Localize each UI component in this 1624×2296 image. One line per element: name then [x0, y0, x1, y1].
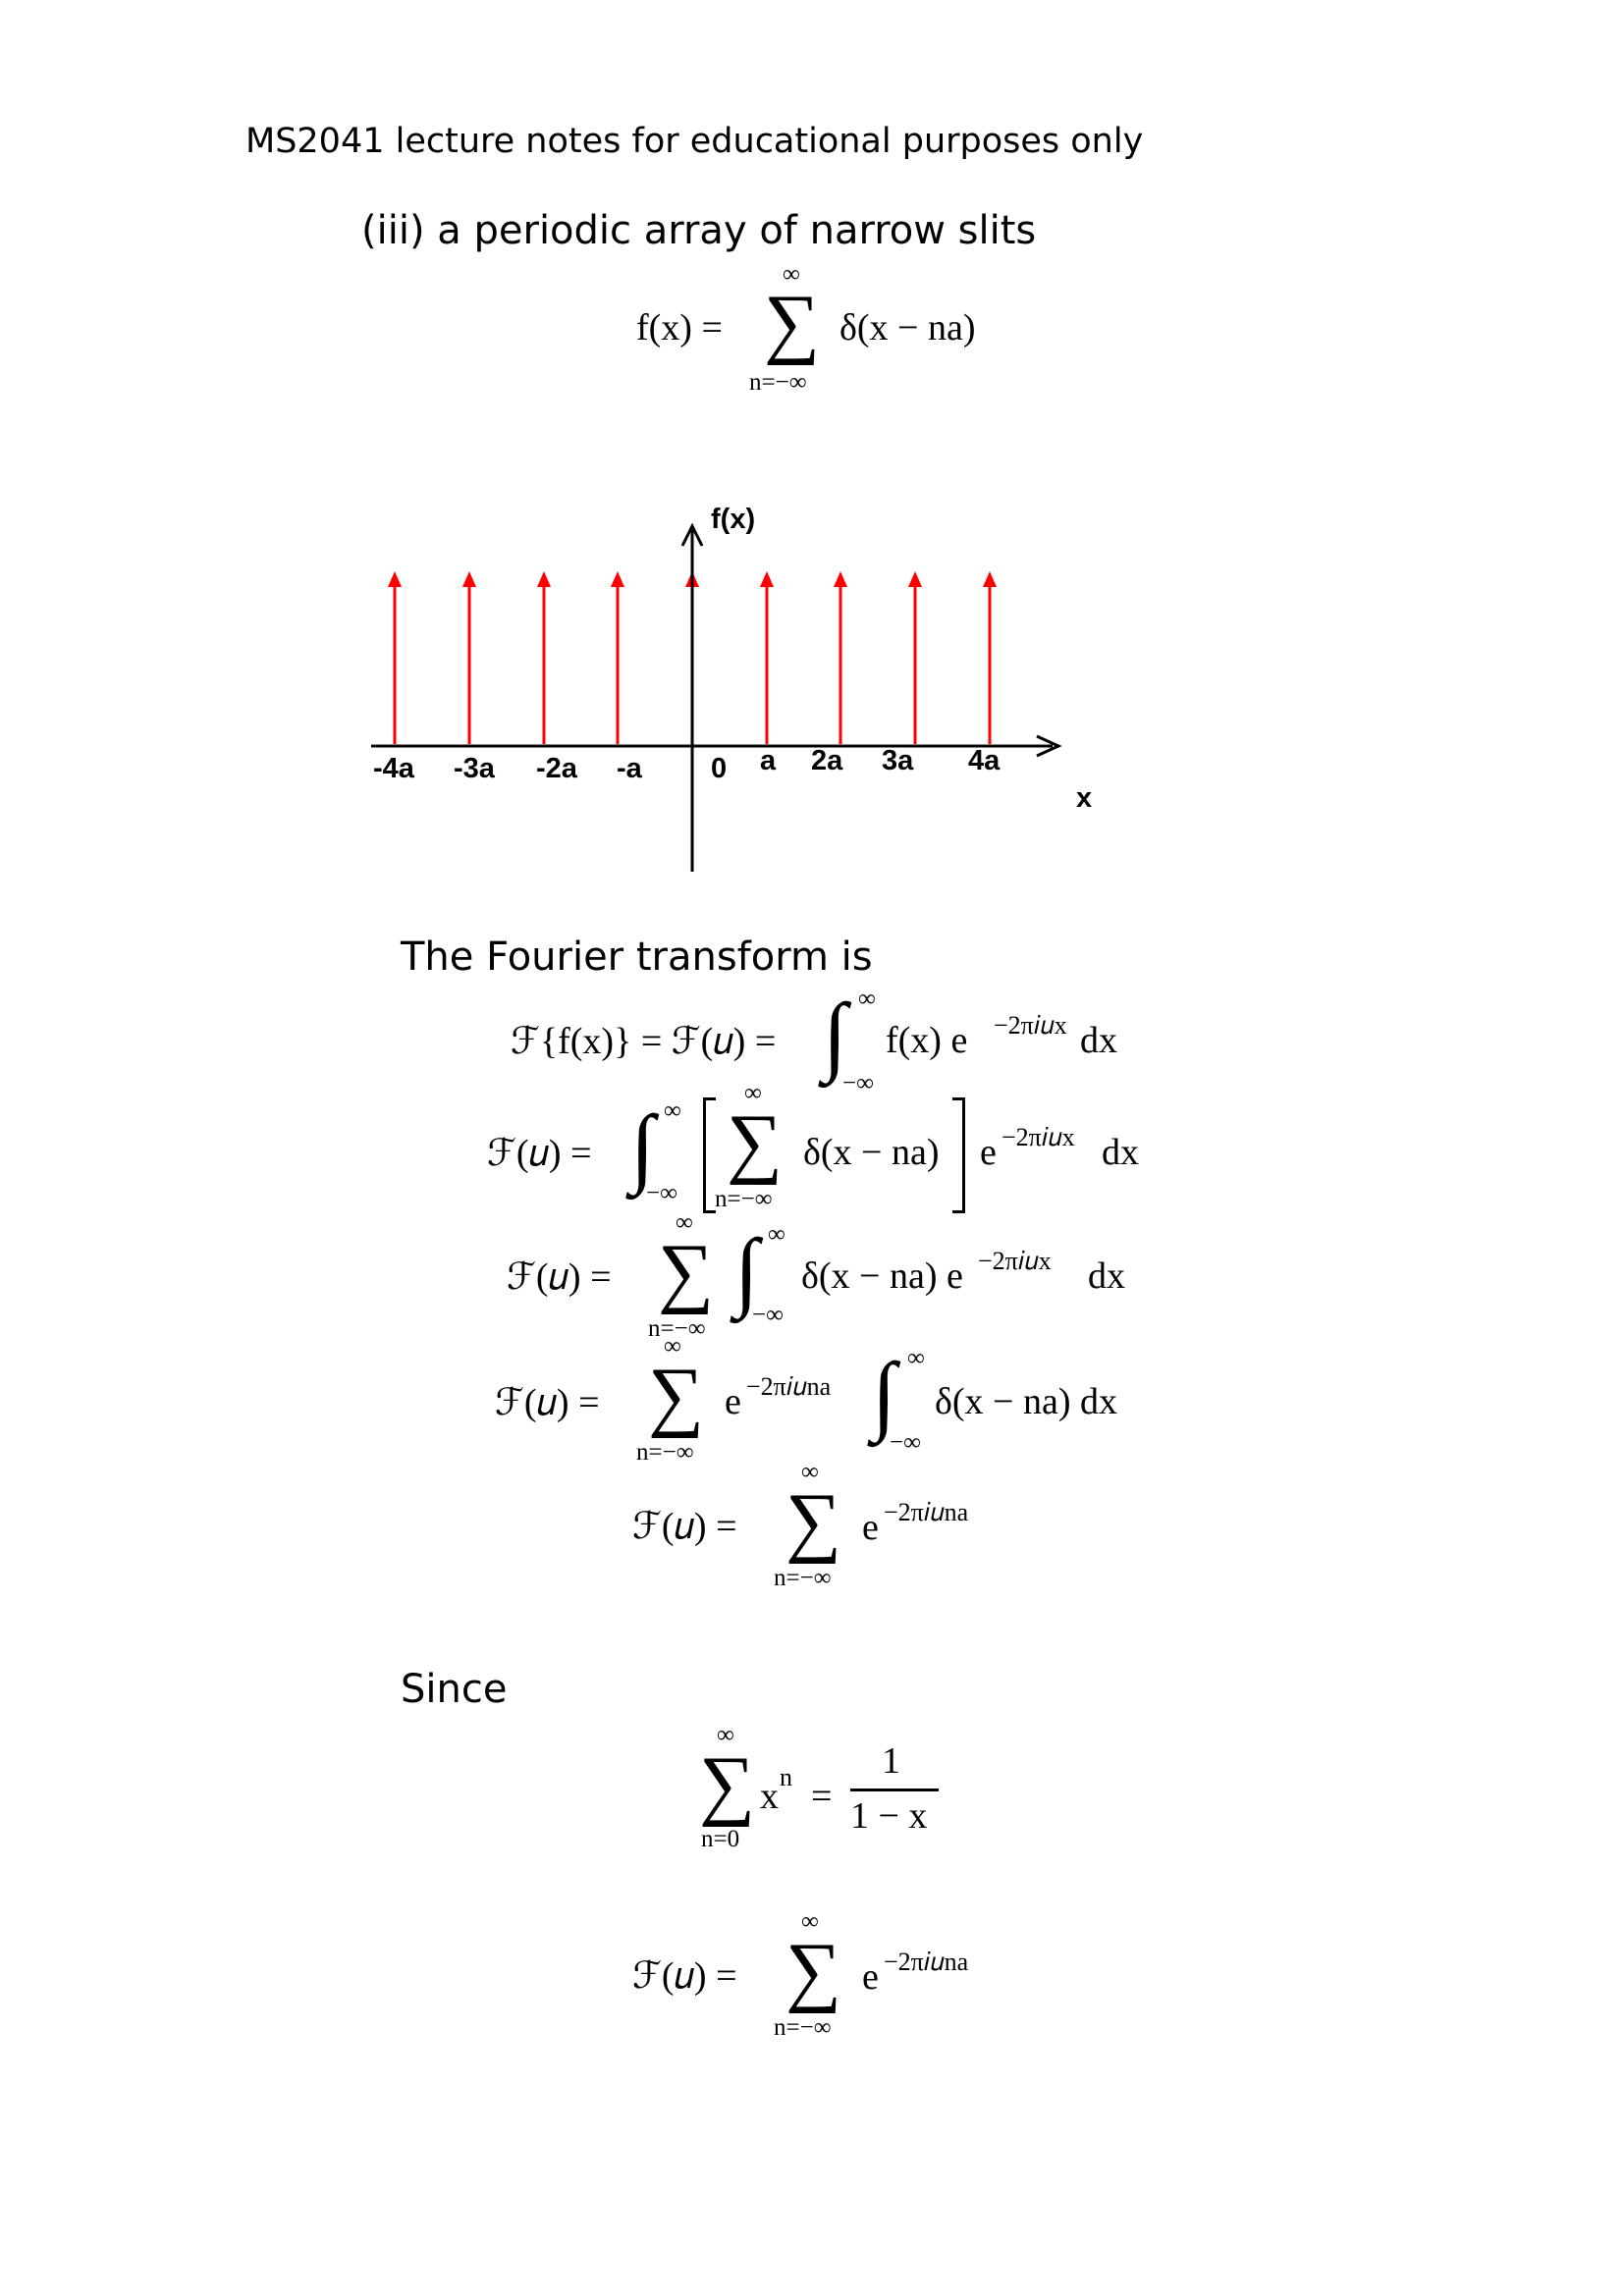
impulse-arrow-head [834, 571, 847, 587]
impulse-arrow-head [537, 571, 551, 587]
fourier-heading: The Fourier transform is [401, 934, 873, 980]
eq3-integrand: δ(x − na) e [801, 1255, 963, 1297]
eq5-exponent: −2π𝑖𝑢na [884, 1498, 969, 1526]
sum-upper-limit: ∞ [744, 1080, 762, 1106]
impulse-arrow-head [462, 571, 476, 587]
sum-symbol: ∑ [727, 1099, 784, 1186]
left-bracket [703, 1097, 716, 1213]
eq6-e: e [862, 1956, 879, 1998]
sum-symbol: ∑ [648, 1353, 705, 1439]
eq3-exponent: −2π𝑖𝑢x [978, 1247, 1052, 1275]
since-heading: Since [401, 1667, 508, 1712]
integral-lower-limit: −∞ [646, 1180, 677, 1206]
sum-symbol: ∑ [658, 1229, 715, 1315]
tick-labels: -4a -3a -2a -a 0 a 2a 3a 4a [373, 745, 1001, 784]
integral-symbol: ∫ [872, 1346, 896, 1443]
integral-symbol: ∫ [823, 987, 847, 1084]
geo-term: x [760, 1776, 779, 1817]
geo-denominator: 1 − x [850, 1795, 928, 1837]
y-axis-arrow [680, 522, 704, 547]
sum-upper-limit: ∞ [783, 261, 800, 288]
impulse-arrow-head [908, 571, 922, 587]
eq3-dx: dx [1088, 1255, 1125, 1297]
sum-symbol: ∑ [764, 280, 821, 366]
axes [371, 522, 1062, 872]
sum-upper-limit: ∞ [801, 1908, 819, 1935]
definition-term: δ(x − na) [839, 307, 976, 348]
eq1-lhs: ℱ{f(x)} = ℱ(𝑢) = [511, 1021, 777, 1062]
eq5-e: e [862, 1507, 879, 1548]
tick-label: 3a [882, 745, 914, 776]
eq4-lhs: ℱ(𝑢) = [495, 1382, 600, 1423]
eq3-lhs: ℱ(𝑢) = [507, 1256, 612, 1298]
integral-upper-limit: ∞ [858, 986, 876, 1012]
eq6-exponent: −2π𝑖𝑢na [884, 1948, 969, 1976]
sum-symbol: ∑ [699, 1741, 756, 1828]
tick-label: -a [617, 753, 643, 784]
impulse-arrow-head [983, 571, 997, 587]
sum-lower-limit: n=−∞ [774, 2014, 832, 2041]
integral-lower-limit: −∞ [752, 1302, 784, 1328]
integral-upper-limit: ∞ [907, 1345, 925, 1371]
eq2-e: e [980, 1132, 997, 1173]
eq1-dx: dx [1080, 1020, 1117, 1061]
tick-label: -2a [536, 753, 578, 784]
integral-symbol: ∫ [734, 1222, 759, 1319]
sum-lower-limit: n=−∞ [648, 1315, 706, 1342]
sum-upper-limit: ∞ [801, 1459, 819, 1485]
tick-label: 0 [711, 753, 727, 784]
sum-upper-limit: ∞ [676, 1209, 693, 1236]
sum-lower-limit: n=−∞ [774, 1565, 832, 1591]
eq5-lhs: ℱ(𝑢) = [632, 1506, 737, 1547]
impulse-arrow-head [760, 571, 774, 587]
tick-label: 2a [811, 745, 843, 776]
sum-upper-limit: ∞ [664, 1333, 681, 1360]
page-header: MS2041 lecture notes for educational pur… [245, 122, 1144, 161]
geo-numerator: 1 [882, 1740, 900, 1782]
y-axis-label: f(x) [711, 504, 755, 535]
impulse-arrow-head [611, 571, 624, 587]
integral-lower-limit: −∞ [842, 1070, 874, 1096]
tick-label: -4a [373, 753, 415, 784]
section-subtitle: (iii) a periodic array of narrow slits [361, 208, 1037, 253]
integral-symbol: ∫ [630, 1098, 655, 1196]
sum-lower-limit: n=−∞ [636, 1439, 694, 1466]
tick-label: 4a [968, 745, 1001, 776]
sum-lower-limit: n=−∞ [715, 1186, 773, 1212]
definition-lhs: f(x) = [636, 307, 723, 348]
integral-upper-limit: ∞ [664, 1097, 681, 1124]
right-bracket [952, 1097, 965, 1213]
sum-symbol: ∑ [785, 1478, 842, 1565]
x-axis-arrow [1036, 734, 1062, 758]
tick-label: a [760, 745, 777, 776]
eq2-exponent: −2π𝑖𝑢x [1001, 1123, 1075, 1151]
x-axis-label: x [1076, 782, 1092, 814]
geo-exponent: n [780, 1763, 792, 1791]
fraction-bar [850, 1789, 939, 1791]
sum-lower-limit: n=0 [701, 1826, 740, 1852]
integral-upper-limit: ∞ [768, 1221, 785, 1248]
eq2-lhs: ℱ(𝑢) = [487, 1133, 592, 1174]
eq6-lhs: ℱ(𝑢) = [632, 1955, 737, 1997]
integral-lower-limit: −∞ [890, 1429, 921, 1456]
eq1-integrand: f(x) e [886, 1020, 968, 1061]
impulse-train-figure: f(x) x -4a -3a -2a -a 0 a 2a 3a 4a [371, 504, 1092, 872]
geo-equals: = [811, 1776, 833, 1817]
sum-upper-limit: ∞ [717, 1722, 734, 1748]
eq2-inner: δ(x − na) [803, 1132, 940, 1173]
sum-lower-limit: n=−∞ [749, 369, 807, 396]
eq4-e: e [725, 1381, 741, 1422]
eq4-exponent: −2π𝑖𝑢na [746, 1372, 832, 1401]
eq2-dx: dx [1102, 1132, 1139, 1173]
sum-symbol: ∑ [785, 1928, 842, 2014]
impulse-arrow-head [388, 571, 402, 587]
eq4-integrand: δ(x − na) dx [935, 1381, 1118, 1422]
eq1-exponent: −2π𝑖𝑢x [994, 1011, 1067, 1040]
tick-label: -3a [454, 753, 496, 784]
